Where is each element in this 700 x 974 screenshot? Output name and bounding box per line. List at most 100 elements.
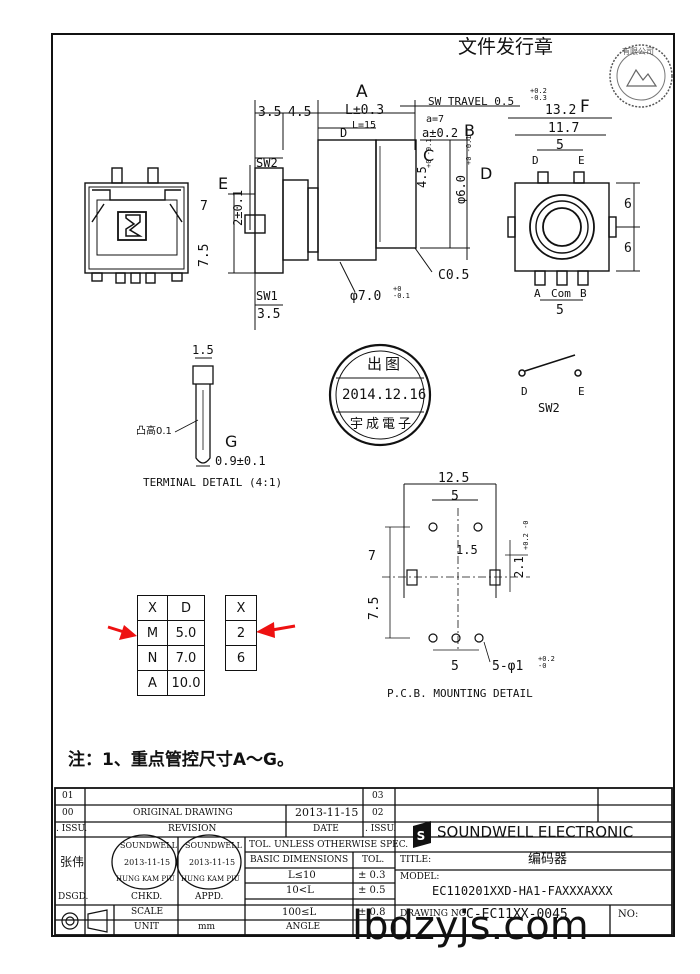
option-table2-row-2: 6 — [225, 645, 257, 671]
approval-seal-2 — [176, 834, 242, 890]
pcb-dim-5-bottom: 5 — [451, 659, 459, 674]
option-table-row-m-value: 5.0 — [167, 620, 205, 646]
tolerance-header: TOL. UNLESS OTHERWISE SPEC. — [249, 840, 409, 850]
dim-4-5-vertical: 4.5 — [415, 166, 429, 188]
sw2-symbol-label: SW2 — [538, 401, 560, 415]
pin-d-label: D — [532, 154, 539, 167]
dim-phi7-tol: +0 -0.1 — [393, 285, 410, 300]
red-arrow-right — [256, 622, 296, 638]
dim-11-7: 11.7 — [548, 121, 580, 136]
pin-com-label: Com — [551, 287, 571, 300]
pcb-dim-5-top: 5 — [451, 489, 459, 504]
option-table-row-n-code: N — [137, 645, 168, 671]
basic-dimensions-header: BASIC DIMENSIONS — [250, 855, 349, 865]
soundwell-logo-icon: S — [413, 821, 431, 848]
unit-label: UNIT — [134, 922, 160, 932]
dim-5-top: 5 — [556, 138, 564, 153]
tol-row2-dim: 10<L — [286, 885, 314, 896]
option-table2-header-x: X — [225, 595, 257, 621]
option-table-header-x: X — [137, 595, 168, 621]
sheet-border — [51, 33, 675, 937]
scale-label: SCALE — [131, 907, 164, 917]
rev-issu-right: . ISSU. — [365, 824, 397, 834]
dim-6-lower: 6 — [624, 241, 632, 256]
seal2-bottom-text: HUNG KAM PIU — [181, 875, 240, 883]
option-table-header-d: D — [167, 595, 205, 621]
company-name: SOUNDWELL ELECTRONIC — [437, 823, 634, 841]
terminal-label-g: G — [225, 432, 238, 451]
dim-phi7: φ7.0 — [350, 289, 382, 304]
sw2-e-label: E — [578, 385, 585, 398]
title-block-lines — [54, 787, 673, 936]
pin-e-label: E — [578, 154, 585, 167]
dim-phi6: φ6.0 — [454, 175, 468, 204]
original-drawing-date: 2013-11-15 — [295, 806, 359, 819]
dim-label-d: D — [480, 164, 493, 183]
date-stamp-top: 出图 — [367, 355, 404, 373]
pcb-dim-12-5: 12.5 — [438, 471, 470, 486]
terminal-dim-0-9: 0.9±0.1 — [215, 454, 266, 468]
dim-sw2-label: SW2 — [256, 156, 278, 170]
tol-row1-dim: L≤10 — [288, 870, 316, 881]
pin-a-label: A — [534, 287, 541, 300]
chkd-label: CHKD. — [131, 892, 163, 902]
title-value: 编码器 — [528, 852, 568, 867]
dim-13-2: 13.2 — [545, 103, 577, 118]
terminal-detail-caption: TERMINAL DETAIL (4:1) — [143, 476, 283, 489]
drawing-no-label: DRAWING NO: — [400, 909, 470, 919]
option-table-row-n-value: 7.0 — [167, 645, 205, 671]
sw2-d-label: D — [521, 385, 528, 398]
dim-7-5: 7.5 — [197, 243, 212, 267]
pcb-dim-1-5: 1.5 — [456, 543, 478, 557]
side-view-center — [228, 100, 520, 330]
issue-stamp-text: 文件发行章 — [458, 36, 554, 58]
drawing-no-value: C-EC11XX-0045 — [466, 907, 568, 922]
dim-label-a: A — [356, 82, 368, 102]
dim-a-tolerance: a±0.2 — [422, 126, 459, 140]
company-seal-text: 有限公司 — [622, 47, 654, 56]
rev-03: 03 — [372, 791, 384, 801]
pcb-dim-2-1-tol: +0.2 -0 — [522, 520, 530, 550]
angle-label: ANGLE — [286, 922, 321, 932]
terminal-dim-1-5: 1.5 — [192, 343, 214, 357]
rev-01: 01 — [62, 791, 74, 801]
dim-l15: L=15 — [352, 120, 377, 131]
dim-4-5-vertical-tol: +0 -0.1 — [425, 138, 433, 168]
dim-label-c: C — [423, 146, 435, 165]
dim-a7: a=7 — [426, 114, 445, 125]
tol-row3-dim: 100≤L — [282, 907, 317, 918]
dim-5-bottom: 5 — [556, 303, 564, 318]
pcb-mounting-drawing — [382, 483, 530, 663]
date-stamp-date: 2014.12.16 — [342, 387, 427, 403]
company-seal-top — [609, 44, 673, 108]
terminal-detail-drawing — [174, 357, 214, 467]
dim-7: 7 — [200, 199, 208, 214]
option-table-row-a-code: A — [137, 670, 168, 696]
tol-row2-value: ± 0.5 — [358, 885, 386, 896]
pcb-mounting-caption: P.C.B. MOUNTING DETAIL — [387, 687, 533, 700]
pcb-holes-label: 5-φ1 — [492, 659, 524, 674]
control-note: 注：1、重点管控尺寸A～G。 — [68, 750, 294, 770]
model-label: MODEL: — [400, 872, 440, 882]
projection-symbol — [61, 909, 108, 933]
dim-3-5-bottom: 3.5 — [257, 307, 281, 322]
pcb-dim-7-5: 7.5 — [367, 596, 382, 620]
date-stamp-bottom: 宇成電子 — [350, 417, 415, 432]
date-stamp-seal — [328, 343, 432, 447]
sw2-switch-symbol — [518, 354, 582, 377]
watermark: lbdzyjs.com — [352, 903, 589, 949]
dim-2-tolerance: 2±0.1 — [231, 189, 245, 226]
pcb-dim-7: 7 — [368, 549, 376, 564]
red-arrow-left — [107, 625, 137, 640]
dim-sw-travel: SW TRAVEL 0.5 — [428, 95, 515, 108]
tol-row3-value: ± 0.8 — [358, 907, 386, 918]
terminal-bump-label: 凸高0.1 — [136, 426, 172, 437]
option-table-row-m-code: M — [137, 620, 168, 646]
seal1-bottom-text: HUNG KAM PIU — [116, 875, 175, 883]
rev-00: 00 — [62, 808, 74, 818]
dim-label-e: E — [218, 174, 229, 193]
seal2-date: 2013-11-15 — [189, 858, 236, 867]
unit-value: mm — [198, 922, 216, 932]
dim-l-tolerance: L±0.3 — [345, 103, 385, 118]
